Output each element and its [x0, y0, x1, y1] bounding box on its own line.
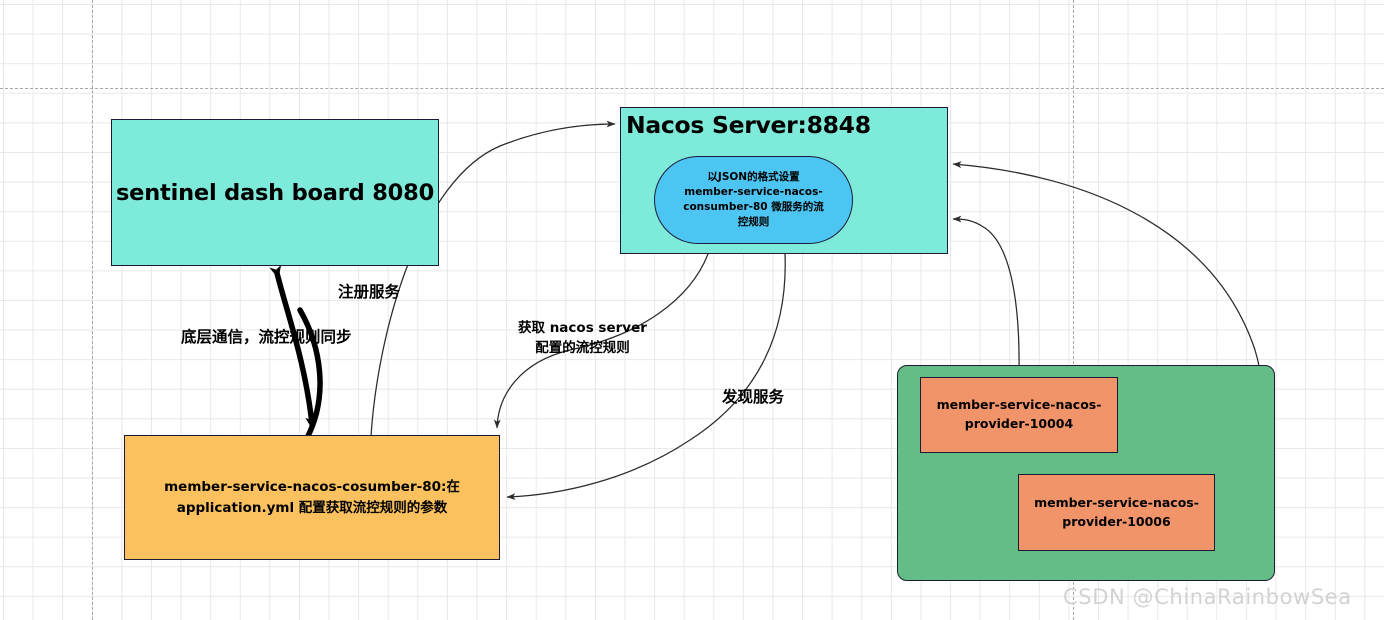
- page-break-horizontal: [0, 88, 1384, 89]
- nacos-config-rule-text: 以JSON的格式设置 member-service-nacos- consumb…: [683, 170, 824, 229]
- watermark: CSDN @ChinaRainbowSea: [1063, 585, 1352, 609]
- node-member-service-nacos-provider-10006[interactable]: member-service-nacos- provider-10006: [1018, 474, 1215, 551]
- edge-label-discover-service: 发现服务: [722, 388, 785, 406]
- node-member-service-nacos-provider-10004[interactable]: member-service-nacos- provider-10004: [920, 377, 1118, 453]
- page-break-vertical-left: [92, 0, 93, 620]
- provider-10006-label: member-service-nacos- provider-10006: [1034, 494, 1199, 529]
- provider-10004-label: member-service-nacos- provider-10004: [936, 397, 1102, 431]
- edge-label-underlying-comm: 底层通信，流控规则同步: [181, 328, 352, 346]
- edge-discover-service: [506, 253, 786, 501]
- node-sentinel-dashboard[interactable]: sentinel dash board 8080: [111, 119, 439, 266]
- edge-label-register-service: 注册服务: [338, 283, 401, 301]
- node-nacos-server[interactable]: Nacos Server:8848 以JSON的格式设置 member-serv…: [620, 107, 948, 254]
- sentinel-dashboard-label: sentinel dash board 8080: [115, 179, 435, 206]
- edge-provider-10004-register: [952, 215, 1020, 373]
- edge-label-fetch-rules: 获取 nacos server 配置的流控规则: [518, 320, 647, 357]
- nacos-server-title: Nacos Server:8848: [626, 111, 871, 139]
- node-member-service-nacos-consumer[interactable]: member-service-nacos-cosumber-80:在 appli…: [124, 435, 500, 560]
- consumer-label: member-service-nacos-cosumber-80:在 appli…: [164, 478, 460, 516]
- nacos-config-rule-bubble[interactable]: 以JSON的格式设置 member-service-nacos- consumb…: [654, 156, 853, 244]
